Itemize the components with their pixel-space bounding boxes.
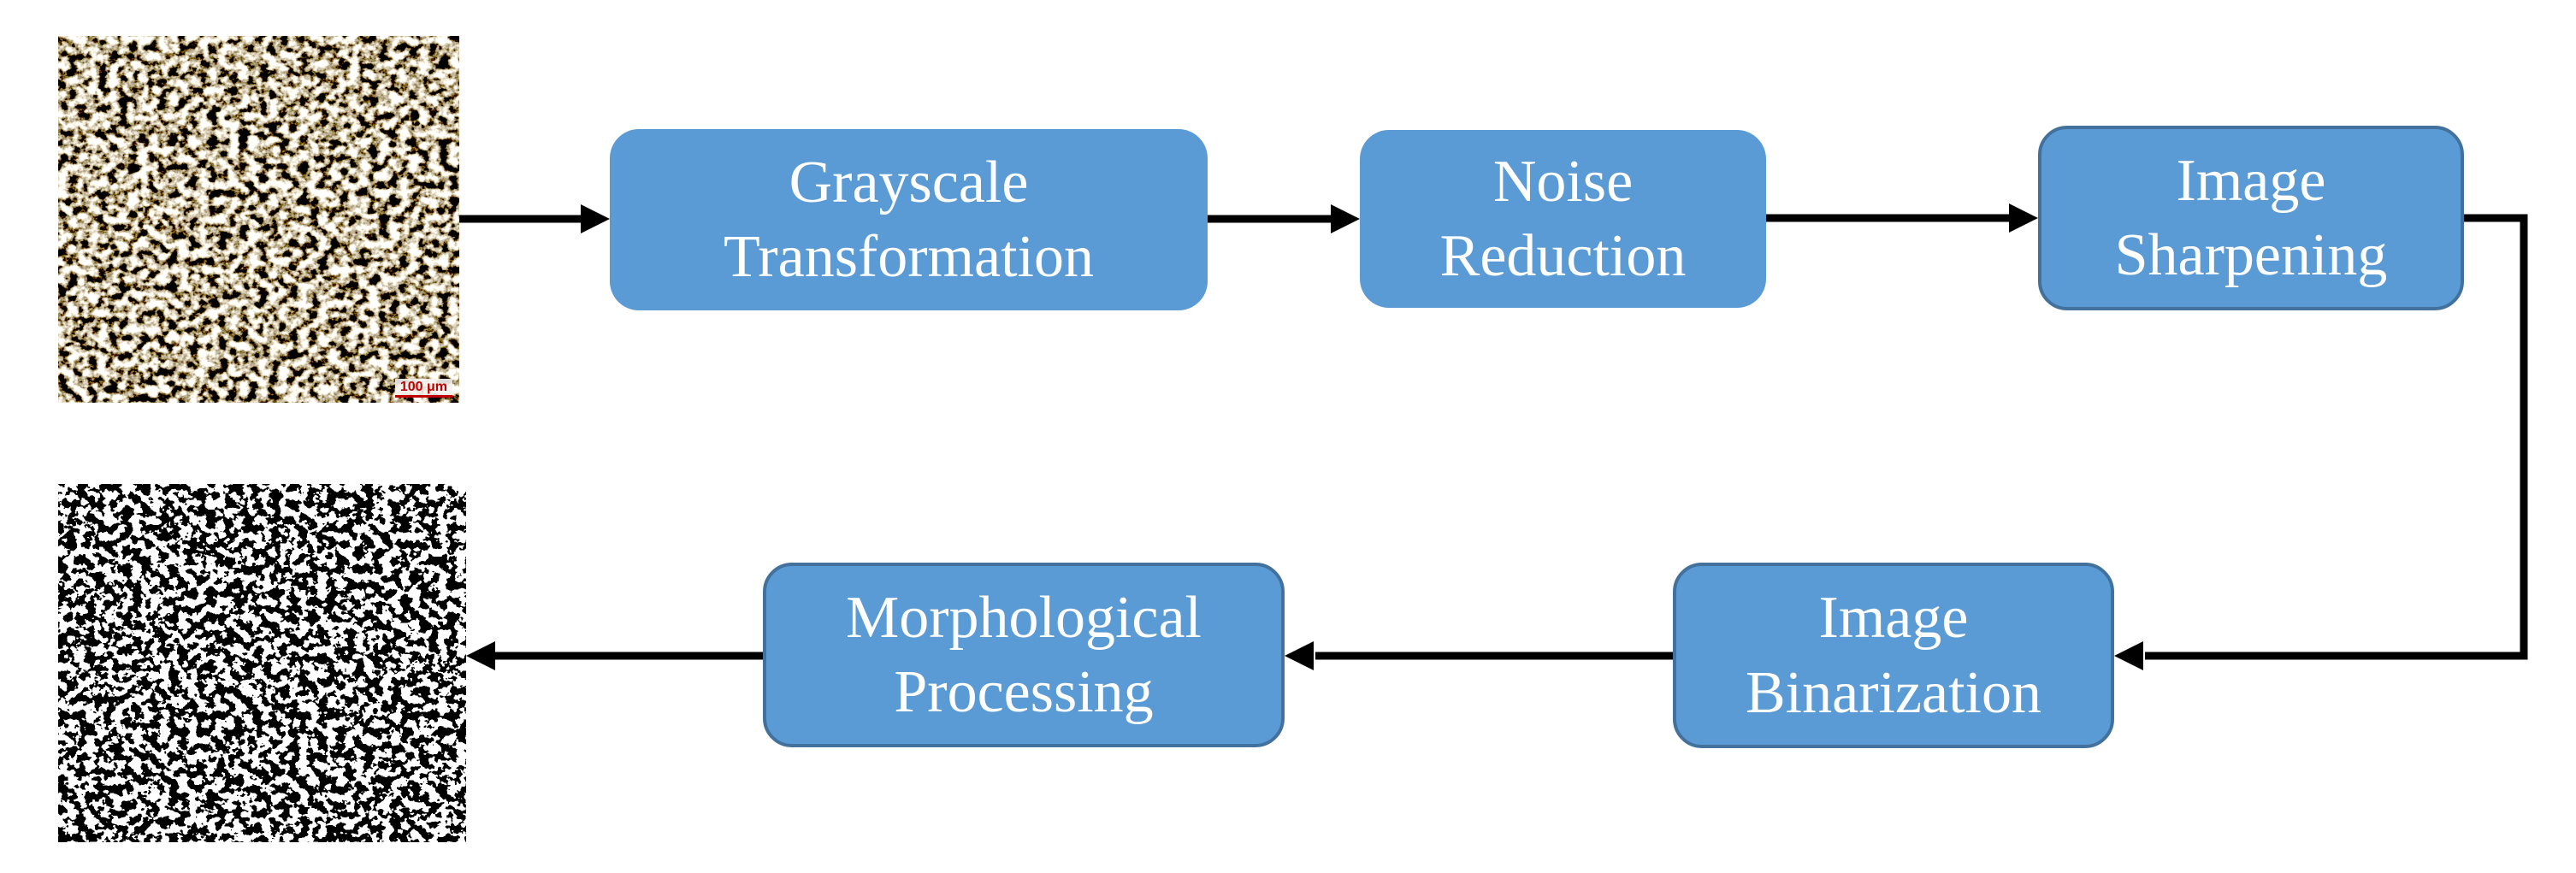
node-label-line: Grayscale: [789, 149, 1029, 215]
node-label-line: Binarization: [1745, 659, 2041, 726]
flow-node-morphological-processing: Morphological Processing: [763, 563, 1285, 747]
node-label-line: Transformation: [724, 224, 1094, 290]
flow-node-image-binarization: Image Binarization: [1673, 563, 2114, 748]
arrow-binarization-to-morphological: [1285, 641, 1673, 670]
scale-bar-label: 100 μm: [394, 379, 452, 398]
flow-node-noise-reduction: Noise Reduction: [1360, 130, 1766, 308]
node-label-line: Image: [2176, 147, 2326, 214]
arrow-noise-to-sharpening: [1766, 204, 2038, 233]
arrow-input-to-grayscale: [459, 204, 610, 233]
node-label-line: Sharpening: [2114, 222, 2388, 288]
output-binary-image: [58, 484, 466, 842]
node-label-line: Processing: [894, 659, 1154, 725]
node-label-line: Reduction: [1439, 223, 1687, 289]
flow-node-grayscale-transformation: Grayscale Transformation: [610, 129, 1208, 310]
input-micrograph-image: 100 μm: [58, 36, 459, 403]
flow-node-image-sharpening: Image Sharpening: [2038, 126, 2464, 310]
arrow-grayscale-to-noise: [1208, 204, 1360, 233]
node-label-line: Noise: [1492, 148, 1634, 215]
node-label-line: Image: [1818, 585, 1969, 651]
arrow-morphological-to-output: [466, 641, 763, 670]
node-label-line: Morphological: [845, 584, 1202, 651]
